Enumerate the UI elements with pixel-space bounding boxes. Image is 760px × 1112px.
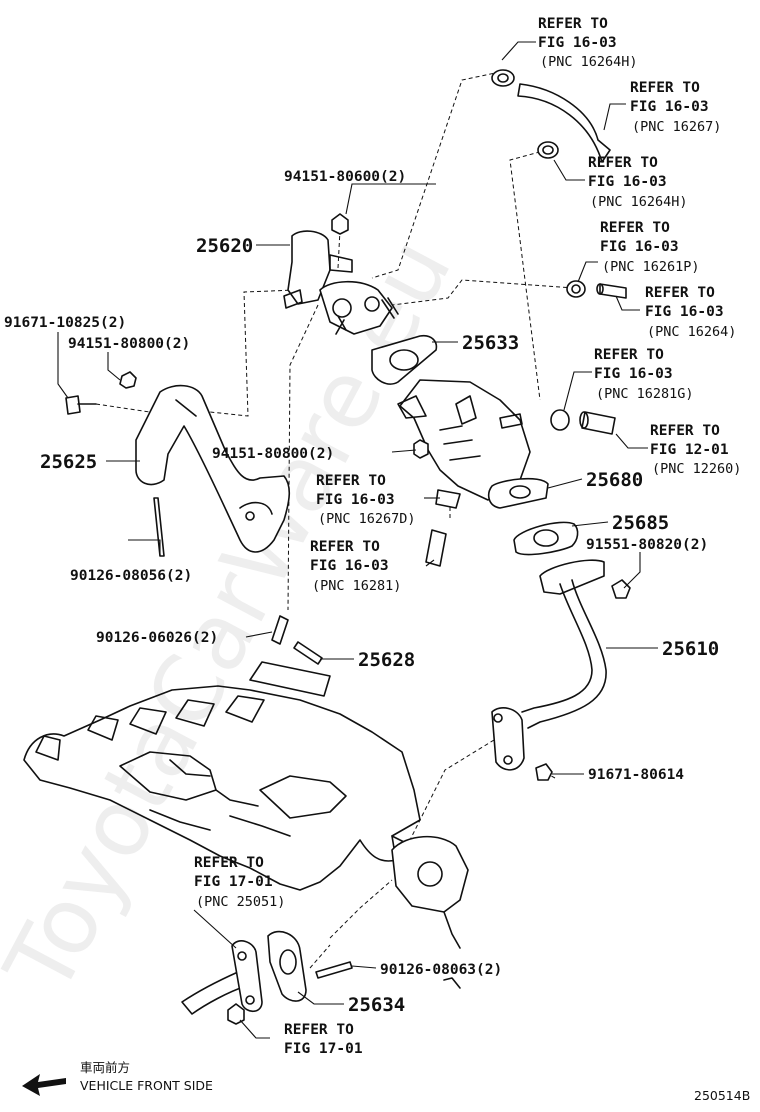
gasket-25685: [513, 521, 579, 556]
refer-fig: FIG 16-03: [538, 35, 617, 51]
stud-icon: [271, 615, 289, 645]
bolt-icon: [611, 579, 631, 599]
fastener-94151-80800-a: 94151-80800(2): [68, 336, 190, 352]
refer-pnc: (PNC 16281): [312, 578, 401, 594]
refer-text: REFER TO: [310, 539, 380, 555]
refer-16267: REFER TO FIG 16-03 (PNC 16267): [630, 80, 721, 135]
hose-clamp-icon: [566, 280, 586, 298]
refer-text: REFER TO: [630, 80, 700, 96]
part-number-25628: 25628: [358, 649, 415, 671]
refer-text: REFER TO: [650, 423, 720, 439]
refer-text: REFER TO: [538, 16, 608, 32]
part-number-25633: 25633: [462, 332, 519, 354]
front-label-en: VEHICLE FRONT SIDE: [80, 1078, 213, 1093]
refer-fig: FIG 16-03: [316, 492, 395, 508]
hose-16267: [517, 83, 611, 163]
bolt-icon: [381, 297, 399, 319]
refer-fig: FIG 12-01: [650, 442, 729, 458]
hose-clamp-icon: [435, 489, 461, 509]
refer-pnc: (PNC 16261P): [602, 259, 700, 275]
refer-pnc: (PNC 16264H): [540, 54, 638, 70]
nut-icon: [119, 371, 137, 389]
refer-text: REFER TO: [194, 855, 264, 871]
refer-text: REFER TO: [316, 473, 386, 489]
engine-intake-manifold: [23, 661, 469, 989]
egr-pipe-25610: [491, 559, 607, 771]
leader-lines: [57, 41, 658, 1039]
refer-16261p: REFER TO FIG 16-03 (PNC 16261P): [600, 220, 700, 275]
refer-text: REFER TO: [588, 155, 658, 171]
refer-16281: REFER TO FIG 16-03 (PNC 16281): [310, 539, 401, 594]
hose-16264: [596, 283, 627, 299]
refer-16281g: REFER TO FIG 16-03 (PNC 16281G): [594, 347, 694, 402]
hose-12260: [579, 411, 616, 435]
fastener-90126-08063: 90126-08063(2): [380, 962, 502, 978]
refer-fig: FIG 16-03: [310, 558, 389, 574]
stud-icon: [153, 497, 165, 557]
fastener-91551-80820: 91551-80820(2): [586, 537, 708, 553]
refer-pnc: (PNC 16264H): [590, 194, 688, 210]
nut-icon: [227, 1003, 245, 1025]
part-number-25634: 25634: [348, 994, 405, 1016]
front-label-jp: 車両前方: [80, 1060, 130, 1075]
refer-fig: FIG 16-03: [600, 239, 679, 255]
hose-clamp-icon: [550, 409, 570, 431]
refer-16267d: REFER TO FIG 16-03 (PNC 16267D): [316, 473, 416, 527]
stud-icon: [315, 961, 353, 979]
bolt-icon: [65, 395, 97, 415]
part-number-25625: 25625: [40, 451, 97, 473]
refer-pnc: (PNC 25051): [196, 894, 285, 910]
gasket-25634: [267, 930, 307, 1002]
hose-clamp-icon: [537, 141, 559, 159]
bracket-25625: [135, 384, 291, 553]
clip-25628: [293, 641, 323, 665]
refer-16264: REFER TO FIG 16-03 (PNC 16264): [645, 285, 736, 340]
fastener-94151-80800-b: 94151-80800(2): [212, 446, 334, 462]
refer-25051: REFER TO FIG 17-01 (PNC 25051): [194, 855, 285, 910]
refer-17-01: REFER TO FIG 17-01: [284, 1022, 363, 1057]
refer-text: REFER TO: [645, 285, 715, 301]
refer-16264h-top: REFER TO FIG 16-03 (PNC 16264H): [538, 16, 638, 70]
bolt-icon: [535, 763, 553, 781]
refer-pnc: (PNC 16267): [632, 119, 721, 135]
vehicle-front-indicator: 車両前方 VEHICLE FRONT SIDE: [22, 1060, 213, 1096]
arrow-left-icon: [22, 1074, 66, 1096]
refer-16264h-mid: REFER TO FIG 16-03 (PNC 16264H): [588, 155, 688, 210]
exhaust-flange: [181, 940, 263, 1015]
part-number-25620: 25620: [196, 235, 253, 257]
fastener-90126-08056: 90126-08056(2): [70, 568, 192, 584]
hose-clamp-icon: [491, 69, 515, 87]
gasket-25633: [371, 334, 438, 385]
egr-cooler-25680: [397, 379, 549, 509]
refer-text: REFER TO: [600, 220, 670, 236]
part-number-25685: 25685: [612, 512, 669, 534]
refer-12260: REFER TO FIG 12-01 (PNC 12260): [650, 423, 741, 477]
fastener-94151-80600: 94151-80600(2): [284, 169, 406, 185]
fastener-91671-80614: 91671-80614: [588, 767, 684, 783]
hose-16281: [425, 529, 447, 567]
refer-pnc: (PNC 16267D): [318, 511, 416, 527]
figure-code: 250514B: [694, 1088, 750, 1103]
refer-pnc: (PNC 12260): [652, 461, 741, 477]
part-number-25680: 25680: [586, 469, 643, 491]
part-number-25610: 25610: [662, 638, 719, 660]
refer-pnc: (PNC 16264): [647, 324, 736, 340]
refer-fig: FIG 17-01: [284, 1041, 363, 1057]
refer-text: REFER TO: [594, 347, 664, 363]
refer-pnc: (PNC 16281G): [596, 386, 694, 402]
fastener-91671-10825: 91671-10825(2): [4, 315, 126, 331]
nut-icon: [413, 439, 429, 459]
fastener-90126-06026: 90126-06026(2): [96, 630, 218, 646]
refer-fig: FIG 17-01: [194, 874, 273, 890]
refer-text: REFER TO: [284, 1022, 354, 1038]
refer-fig: FIG 16-03: [588, 174, 667, 190]
refer-fig: FIG 16-03: [594, 366, 673, 382]
refer-fig: FIG 16-03: [630, 99, 709, 115]
refer-fig: FIG 16-03: [645, 304, 724, 320]
nut-icon: [331, 213, 349, 235]
egr-valve-25620: [283, 230, 393, 335]
